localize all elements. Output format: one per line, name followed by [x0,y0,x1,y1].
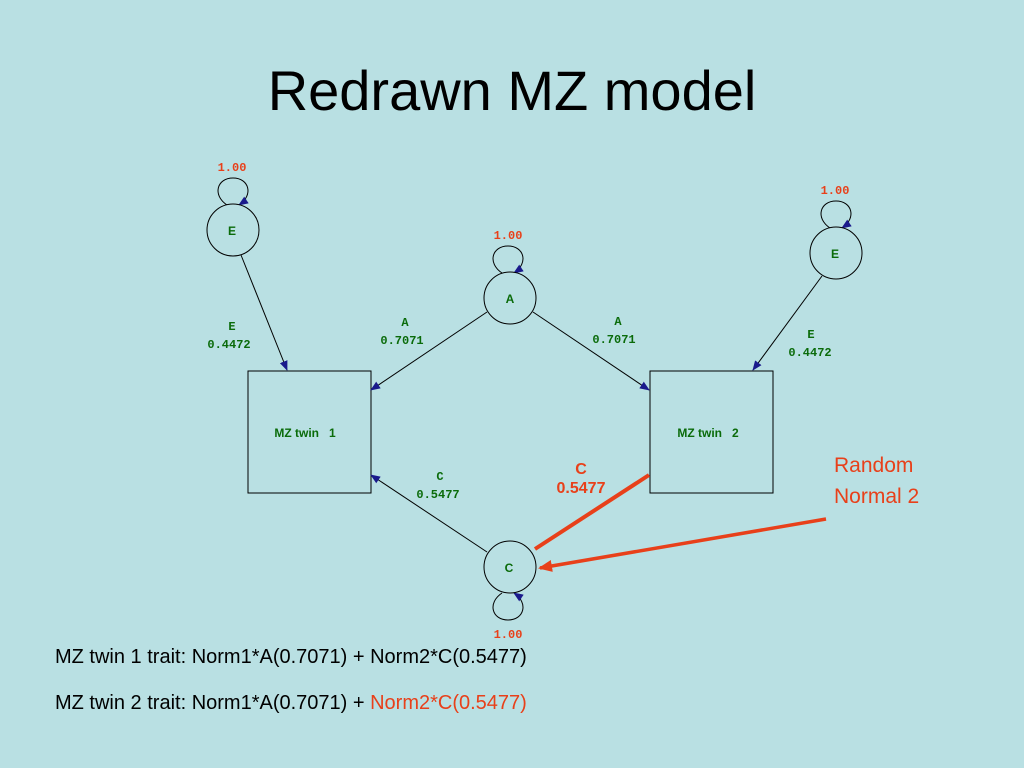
random-normal-annotation: Random Normal 2 [834,450,974,512]
annotation-line-2: Normal 2 [834,485,920,508]
path-a-left-arrow [370,311,488,391]
annotation-line-1: Random [834,454,914,477]
e-left-node [206,203,260,257]
path-c-right-highlight [533,473,651,551]
path-e-left-name: E [228,320,235,334]
c-variance-loop [492,592,524,621]
e-left-variance-loop [217,177,249,206]
a-variance-label: 1.00 [494,229,523,243]
e-right-node [809,226,863,280]
twin2-equation-prefix: MZ twin 2 trait: Norm1*A(0.7071) + [55,692,371,714]
page-title: Redrawn MZ model [267,59,757,122]
annotation-arrow [538,517,827,572]
twin2-equation: MZ twin 2 trait: Norm1*A(0.7071) + Norm2… [55,692,527,715]
c-node-label: C [505,561,514,575]
a-variance-loop [492,245,524,274]
path-c-left-name: C [436,470,443,484]
e-left-node-label: E [228,224,236,238]
twin1-equation: MZ twin 1 trait: Norm1*A(0.7071) + Norm2… [55,646,527,668]
path-a-right-name: A [614,315,622,329]
path-e-left-arrow [240,254,288,371]
c-node [483,540,537,594]
path-e-right-name: E [807,328,814,342]
path-e-right-value: 0.4472 [788,346,831,360]
path-a-right-value: 0.7071 [592,333,635,347]
path-c-left-value: 0.5477 [416,488,459,502]
twin1-box [247,370,372,494]
path-c-left-arrow [370,474,488,553]
twin1-label: MZ twin 1 [274,426,336,440]
path-e-right-arrow [752,275,823,371]
a-node [483,271,537,325]
twin2-box [649,370,774,494]
path-a-left-name: A [401,316,409,330]
path-c-right-value: 0.5477 [557,480,606,497]
e-right-node-label: E [831,247,839,261]
a-node-label: A [506,292,515,306]
twin2-label: MZ twin 2 [677,426,739,440]
path-c-right-name: C [575,461,587,478]
c-variance-label: 1.00 [494,628,523,642]
e-left-variance-label: 1.00 [218,161,247,175]
e-right-variance-loop [820,200,852,229]
path-a-left-value: 0.7071 [380,334,423,348]
twin2-equation-highlight: Norm2*C(0.5477) [370,692,527,714]
e-right-variance-label: 1.00 [821,184,850,198]
path-e-left-value: 0.4472 [207,338,250,352]
path-a-right-arrow [532,311,650,391]
